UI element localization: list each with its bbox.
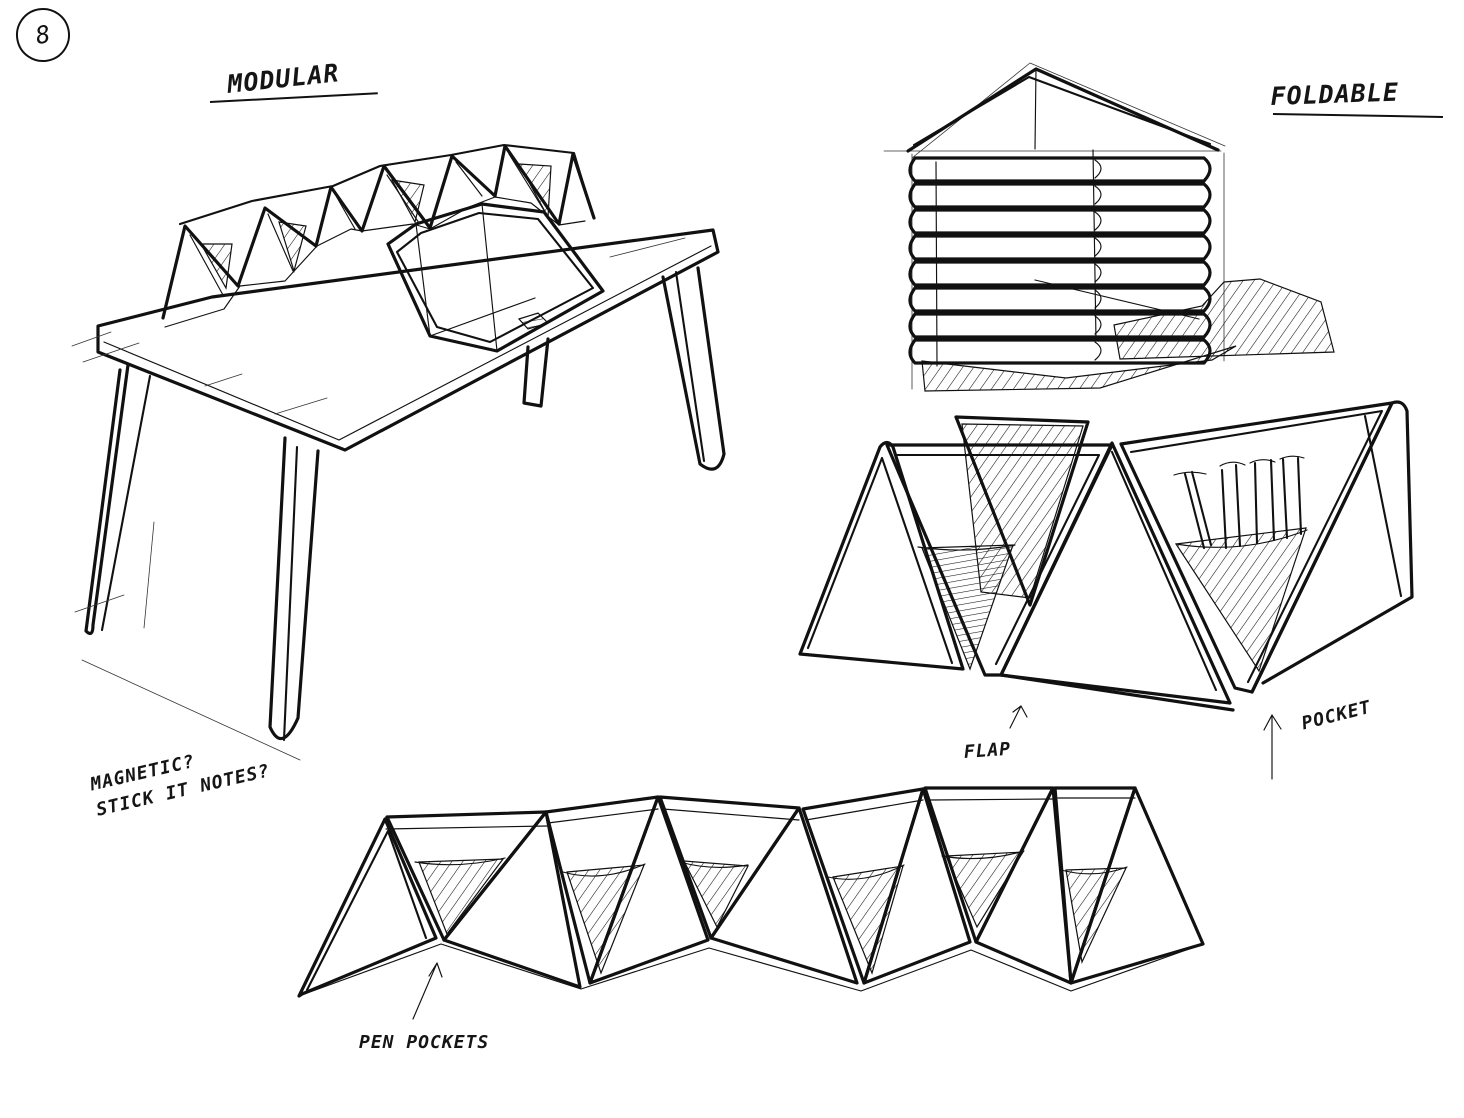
flap-label: FLAP — [963, 738, 1012, 763]
desk-modular-organizer — [161, 143, 605, 353]
pen-pockets-label: PEN POCKETS — [359, 1032, 490, 1053]
folded-stack-sketch — [883, 62, 1335, 392]
open-organizer-sketch — [798, 400, 1414, 780]
long-organizer-sketch — [297, 786, 1205, 1020]
foldable-label: FOLDABLE — [1270, 77, 1400, 111]
page-number-text: 8 — [33, 19, 53, 51]
folded-layers — [908, 156, 1212, 365]
desk-sketch — [71, 228, 726, 761]
